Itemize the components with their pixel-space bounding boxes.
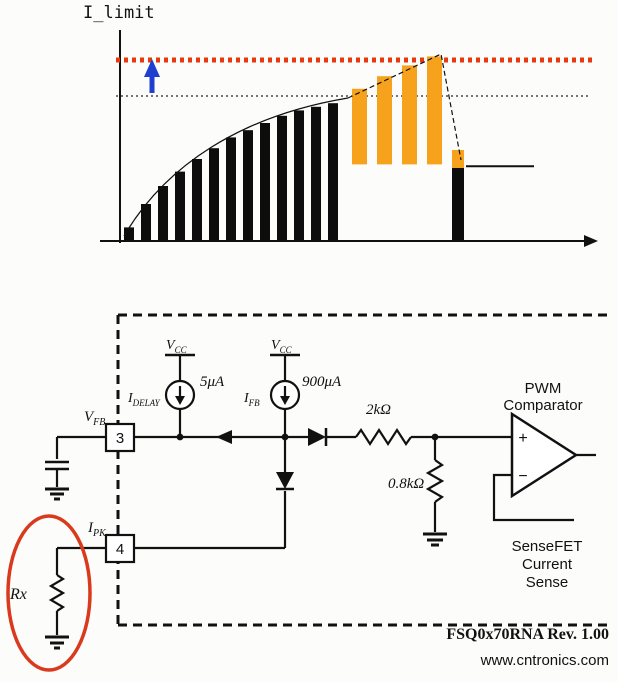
pulse-bar-black — [192, 159, 202, 240]
pulse-bar-black — [243, 130, 253, 240]
pulse-bar-black — [158, 186, 168, 240]
idelay-label: IDELAY — [127, 391, 161, 408]
series-diode — [308, 428, 328, 446]
sensefet-label-line2: Current — [522, 556, 573, 573]
idelay-current-source — [164, 379, 196, 411]
x-axis-arrowhead — [584, 235, 598, 247]
ifb-current-source — [269, 379, 301, 411]
pulse-bars-group — [124, 56, 464, 241]
pulse-bar-final-orange — [452, 150, 464, 168]
pulse-bar-orange — [352, 88, 367, 165]
rx-highlight-ellipse — [6, 514, 92, 672]
ground-symbol-rx — [45, 635, 69, 650]
pulse-bar-black — [141, 204, 151, 240]
pin-3-box — [104, 422, 136, 453]
series-resistor-label: 2kΩ — [366, 402, 391, 418]
softstart-envelope-curve — [123, 97, 349, 237]
vcc-rail-2: VCC — [270, 338, 300, 357]
ifb-value-label: 900μA — [302, 374, 342, 390]
pulse-bar-black — [328, 103, 338, 240]
series-resistor-2k — [355, 427, 412, 447]
sensefet-label-line1: SenseFET — [512, 538, 583, 555]
ground-symbol-divider — [423, 532, 447, 547]
pin-3-number: 3 — [116, 430, 124, 447]
feedback-circuit-schematic: Rx 3 VFB 4 IPK VCC IDELAY 5μA VCC — [6, 313, 610, 672]
pulse-bar-black — [226, 137, 236, 240]
pin-4-box — [104, 533, 136, 564]
ipk-label: IPK — [87, 520, 107, 539]
vcc-rail-1: VCC — [165, 338, 195, 357]
pulse-bar-orange — [377, 76, 392, 165]
current-direction-arrow — [216, 430, 232, 444]
pwm-comparator-triangle — [510, 411, 579, 499]
pulse-bar-final-black — [452, 168, 464, 240]
comparator-plus-input: + — [518, 430, 527, 447]
pulse-bar-black — [209, 148, 219, 240]
limit-increase-arrow — [144, 59, 160, 93]
chart-title: I_limit — [83, 3, 155, 23]
watermark-text: www.cntronics.com — [480, 652, 609, 669]
rx-label: Rx — [9, 586, 27, 603]
pulse-bar-black — [124, 227, 134, 240]
part-number: FSQ0x70RNA Rev. 1.00 — [446, 626, 609, 643]
transient-envelope-dashed — [347, 53, 462, 161]
vfb-label: VFB — [84, 409, 105, 428]
idelay-value-label: 5μA — [200, 374, 225, 390]
shunt-resistor-0k8 — [425, 459, 445, 503]
pulse-bar-black — [294, 110, 304, 241]
junction-dot — [176, 433, 184, 441]
pwm-comparator-label-line2: Comparator — [503, 397, 582, 414]
feedback-capacitor — [45, 460, 69, 471]
junction-dot — [281, 433, 289, 441]
pulse-bar-black — [175, 171, 185, 240]
pulse-bar-black — [277, 115, 287, 240]
pulse-bar-orange — [402, 65, 417, 165]
comparator-minus-input: − — [518, 468, 527, 485]
current-limit-chart: I_limit — [83, 3, 598, 247]
ic-boundary-dashed-box — [116, 313, 610, 627]
pulse-bar-black — [260, 123, 270, 240]
svg-text:VCC: VCC — [271, 338, 293, 355]
pin-4-number: 4 — [116, 541, 124, 558]
pulse-bar-black — [311, 106, 321, 240]
rx-resistor — [48, 574, 66, 612]
shunt-diode — [276, 472, 294, 491]
pulse-bar-orange — [427, 56, 442, 165]
sensefet-label-line3: Sense — [526, 574, 569, 591]
junction-dot — [431, 433, 439, 441]
ground-symbol-capacitor — [45, 487, 69, 501]
pwm-comparator-label-line1: PWM — [525, 380, 562, 397]
shunt-resistor-label: 0.8kΩ — [388, 476, 424, 492]
ifb-label: IFB — [243, 391, 260, 408]
svg-text:VCC: VCC — [166, 338, 188, 355]
